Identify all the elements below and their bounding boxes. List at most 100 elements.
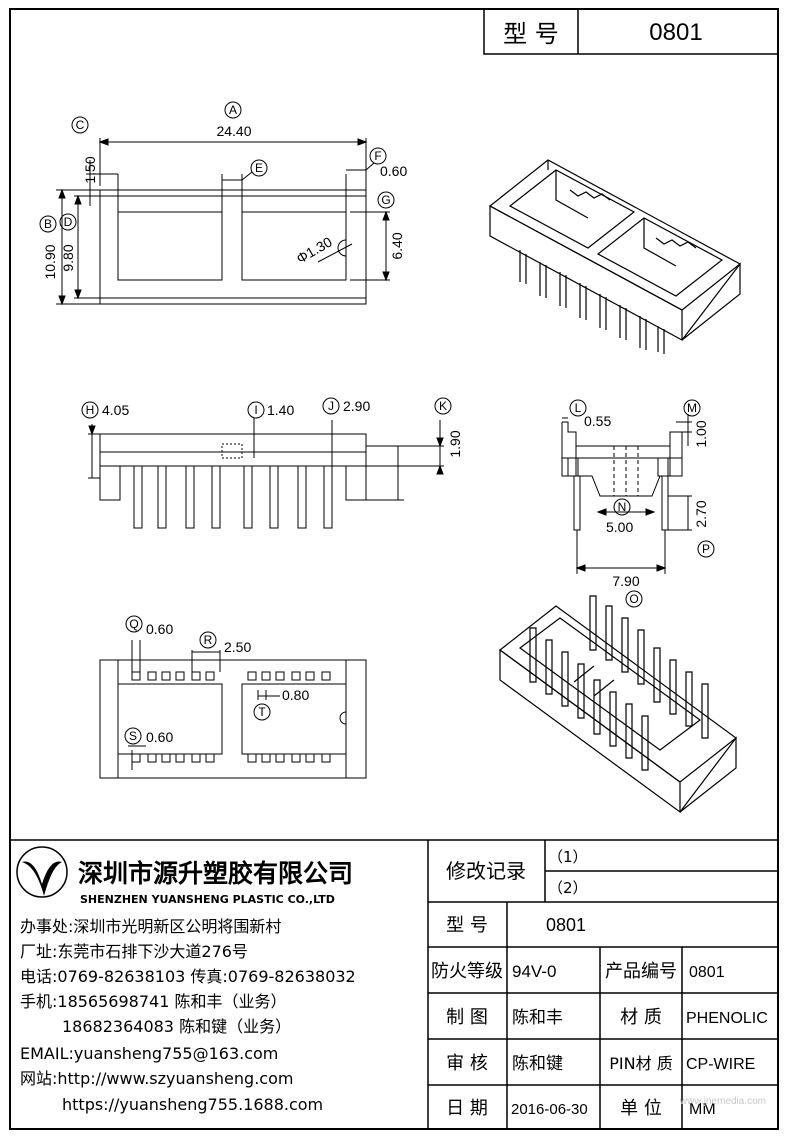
company-phone-fax: 电话:0769-82638103 传真:0769-82638032 — [20, 967, 356, 986]
callout-e: E — [255, 161, 263, 175]
callout-s-circle — [125, 728, 141, 744]
info-model-value: 0801 — [546, 915, 586, 935]
info-date-label: 日 期 — [446, 1098, 488, 1119]
top-view — [56, 138, 390, 304]
dim-a-value: 24.40 — [216, 123, 251, 139]
callout-f: F — [374, 149, 381, 163]
dim-h-value: 4.05 — [102, 402, 129, 418]
iso-view-bottom — [500, 596, 736, 812]
dim-f-value: 0.60 — [380, 163, 407, 179]
side-view — [562, 414, 692, 574]
callout-b: B — [44, 217, 52, 231]
company-web-1: 网站:http://www.szyuansheng.com — [20, 1069, 293, 1088]
side-view-labels: L 0.55 M 1.00 N 5.00 P 2.70 7.90 O — [570, 400, 714, 607]
callout-h: H — [86, 403, 95, 417]
callout-n: N — [618, 500, 627, 514]
callout-m: M — [687, 401, 697, 415]
revision-label: 修改记录 — [446, 859, 526, 883]
company-mobile-1: 手机:18565698741 陈和丰（业务） — [20, 992, 286, 1011]
callout-n-circle — [614, 499, 630, 515]
company-web-2: https://yuansheng755.1688.com — [62, 1095, 323, 1114]
dim-p-value: 2.70 — [693, 500, 709, 527]
company-factory: 厂址:东莞市石排下沙大道276号 — [20, 942, 248, 961]
front-view-labels: H 4.05 I 1.40 J 2.90 K 1.90 — [82, 398, 463, 458]
info-model-label: 型 号 — [446, 915, 488, 936]
company-name-cn: 深圳市源升塑胶有限公司 — [78, 859, 353, 888]
dim-c-value: 1.50 — [82, 156, 98, 183]
callout-d: D — [64, 215, 73, 229]
info-fire-label: 防火等级 — [431, 961, 503, 982]
dim-width-value: 7.90 — [612, 573, 639, 589]
dim-s-value: 0.60 — [146, 729, 173, 745]
info-check-label: 审 核 — [446, 1053, 488, 1074]
company-mobile-2: 18682364083 陈和键（业务） — [62, 1017, 291, 1036]
company-name-en: SHENZHEN YUANSHENG PLASTIC CO.,LTD — [80, 893, 335, 906]
revision-2: （2） — [548, 879, 588, 897]
company-office: 办事处:深圳市光明新区公明将围新村 — [20, 917, 281, 936]
dim-n-value: 5.00 — [606, 519, 633, 535]
callout-o-circle — [626, 591, 642, 607]
callout-q: Q — [129, 617, 138, 631]
callout-r-circle — [200, 632, 216, 648]
callout-k-circle — [435, 398, 451, 414]
callout-h-circle — [82, 402, 98, 418]
callout-e-circle — [251, 160, 267, 176]
callout-c: C — [76, 118, 85, 132]
info-unit-label: 单 位 — [620, 1098, 662, 1119]
info-product-no-label: 产品编号 — [605, 961, 677, 982]
info-pin-value: CP-WIRE — [686, 1056, 755, 1073]
sheet-border — [10, 9, 778, 1129]
callout-k: K — [439, 399, 447, 413]
callout-t-circle — [254, 704, 270, 720]
front-view — [88, 418, 444, 528]
bottom-view-labels: Q 0.60 R 2.50 0.80 T S 0.60 — [125, 616, 309, 745]
title-block — [10, 840, 778, 1129]
bottom-view — [100, 640, 366, 778]
watermark: www.jnemedia.com — [679, 1096, 766, 1107]
top-view-labels: A 24.40 C 1.50 E F 0.60 G 6.40 B 10.90 D… — [40, 102, 407, 280]
callout-i-circle — [248, 402, 264, 418]
callout-a: A — [229, 103, 237, 117]
callout-b-circle — [40, 216, 56, 232]
title-model-box: 型 号 0801 — [484, 9, 778, 54]
dim-i-value: 1.40 — [267, 402, 294, 418]
dim-d-value: 9.80 — [60, 244, 76, 271]
callout-d-circle — [60, 214, 76, 230]
callout-t: T — [258, 705, 266, 719]
info-date-value: 2016-06-30 — [511, 1101, 588, 1118]
callout-r: R — [204, 633, 213, 647]
dim-r-value: 2.50 — [224, 639, 251, 655]
dim-l-value: 0.55 — [584, 413, 611, 429]
callout-j-circle — [323, 398, 339, 414]
info-drawn-value: 陈和丰 — [512, 1008, 563, 1028]
callout-a-circle — [225, 102, 241, 118]
dim-g-value: 6.40 — [389, 232, 405, 259]
title-model-value: 0801 — [649, 19, 702, 46]
dim-k-value: 1.90 — [447, 430, 463, 457]
dim-m-value: 1.00 — [693, 420, 709, 447]
callout-c-circle — [72, 117, 88, 133]
title-model-label: 型 号 — [503, 20, 559, 48]
info-drawn-label: 制 图 — [446, 1007, 488, 1028]
callout-l-circle — [570, 400, 586, 416]
dim-b-value: 10.90 — [42, 244, 58, 279]
iso-view-top — [490, 160, 740, 354]
callout-q-circle — [126, 616, 142, 632]
info-fire-value: 94V-0 — [512, 962, 556, 981]
callout-m-circle — [684, 400, 700, 416]
callout-i: I — [254, 403, 257, 417]
callout-g: G — [381, 193, 390, 207]
dim-t-value: 0.80 — [282, 687, 309, 703]
callout-p-circle — [698, 541, 714, 557]
callout-j: J — [328, 399, 334, 413]
info-product-no-value: 0801 — [689, 964, 725, 981]
dim-j-value: 2.90 — [343, 398, 370, 414]
info-unit-value: MM — [689, 1101, 716, 1118]
callout-p: P — [702, 542, 710, 556]
callout-o: O — [629, 592, 638, 606]
company-logo — [17, 847, 67, 897]
dim-hole-value: Φ1.30 — [294, 233, 335, 266]
info-material-label: 材 质 — [620, 1007, 662, 1028]
info-check-value: 陈和键 — [512, 1054, 563, 1074]
